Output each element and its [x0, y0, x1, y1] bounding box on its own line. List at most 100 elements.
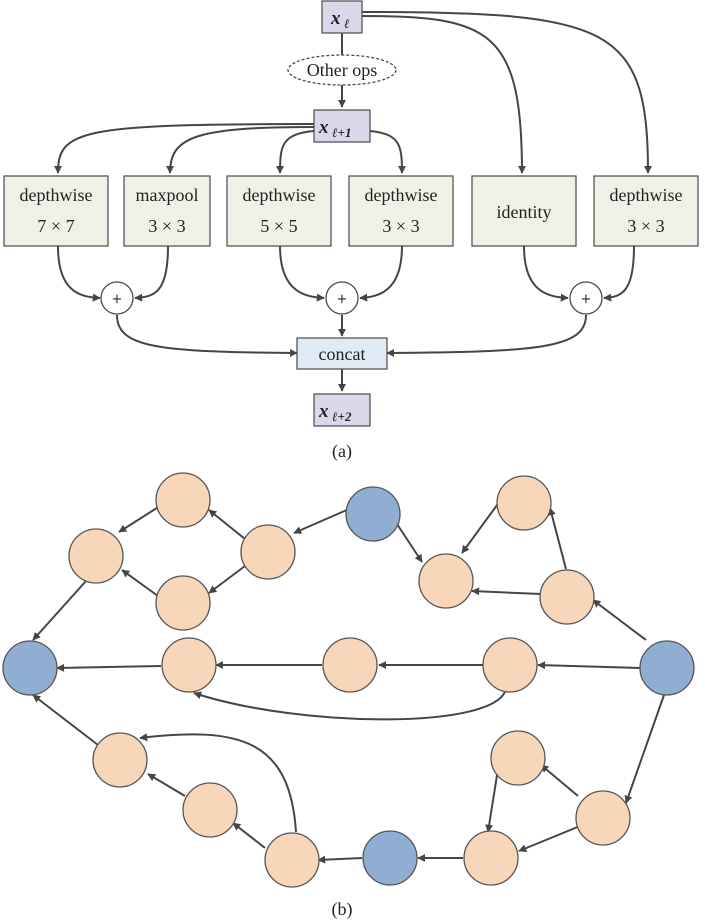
graph-node	[182, 782, 238, 838]
edge-mid-to-dw3x3	[369, 130, 406, 174]
mid-tensor-symbol: x	[318, 117, 329, 138]
other-ops-label: Other ops	[307, 60, 378, 80]
add-node-1: +	[100, 281, 134, 315]
add-symbol: +	[581, 292, 592, 307]
edge-input-to-dw3x3-right	[361, 11, 652, 174]
edge	[317, 855, 363, 864]
edge	[193, 687, 507, 721]
graph-node-highlight	[2, 640, 58, 696]
add-symbol: +	[337, 292, 348, 307]
edge-maxpool-to-add1	[134, 245, 169, 302]
panel-a: x ℓ Other ops x ℓ+1 depthwise 7 × 7 maxp…	[3, 0, 699, 462]
op-label-line2: 3 × 3	[148, 216, 185, 236]
graph-node	[463, 830, 519, 886]
edge-mid-to-maxpool	[166, 126, 315, 174]
op-label-line2: 5 × 5	[260, 216, 297, 236]
graph-node	[575, 790, 631, 846]
edge	[471, 587, 542, 596]
edge-mid-to-dw5x5	[276, 130, 315, 174]
graph-node	[490, 730, 546, 786]
other-ops-node: Other ops	[287, 54, 397, 86]
op-label-line2: 7 × 7	[37, 216, 74, 236]
op-label-line1: depthwise	[243, 185, 316, 205]
add-symbol: +	[112, 292, 123, 307]
graph-node	[539, 569, 595, 625]
graph-node	[322, 637, 378, 693]
graph-node	[496, 475, 552, 531]
op-label-line1: depthwise	[365, 185, 438, 205]
graph-node	[68, 528, 124, 584]
add-node-3: +	[569, 281, 603, 315]
edge	[118, 505, 161, 533]
op-label-line1: identity	[497, 202, 552, 222]
input-tensor-node: x ℓ	[321, 0, 363, 34]
edge-identity-to-add3	[523, 245, 569, 302]
caption-b: (b)	[332, 899, 353, 920]
edge	[32, 580, 87, 641]
edge	[121, 569, 159, 597]
panel-b-nodes	[2, 472, 695, 888]
graph-node-highlight	[639, 640, 695, 696]
graph-node	[418, 553, 474, 609]
edge-input-to-identity	[361, 15, 526, 174]
edge	[518, 825, 581, 852]
edge-dw3x3r-to-add3	[603, 245, 635, 302]
edge	[208, 565, 246, 594]
op-label-line2: 3 × 3	[382, 216, 419, 236]
graph-node	[240, 524, 296, 580]
op-label-line1: maxpool	[136, 185, 199, 205]
edge	[485, 768, 499, 833]
op-box-maxpool-3x3: maxpool 3 × 3	[123, 175, 211, 247]
edge	[32, 694, 99, 746]
concat-node: concat	[296, 337, 388, 370]
edge	[537, 661, 641, 670]
op-box-depthwise-5x5: depthwise 5 × 5	[226, 175, 332, 247]
input-tensor-symbol: x	[330, 8, 341, 29]
graph-node	[264, 832, 320, 888]
input-tensor-subscript: ℓ	[344, 16, 350, 31]
edge	[147, 773, 186, 797]
output-tensor-subscript: ℓ+2	[332, 409, 352, 424]
op-label-line1: depthwise	[610, 185, 683, 205]
graph-node	[161, 637, 217, 693]
caption-a: (a)	[332, 441, 352, 462]
concat-label: concat	[319, 344, 366, 364]
edge-dw3x3-to-add2	[359, 245, 403, 302]
graph-node-highlight	[345, 486, 401, 542]
edge	[592, 599, 647, 641]
op-label-line1: depthwise	[20, 185, 93, 205]
edge	[293, 508, 350, 534]
op-box-depthwise-3x3-right: depthwise 3 × 3	[593, 175, 699, 247]
edge	[540, 764, 579, 797]
edge	[208, 509, 246, 540]
edge	[139, 733, 297, 833]
op-box-depthwise-7x7: depthwise 7 × 7	[3, 175, 109, 247]
edge	[56, 663, 162, 672]
op-label-line2: 3 × 3	[627, 216, 664, 236]
panel-b-edges	[32, 500, 665, 864]
graph-node	[482, 637, 538, 693]
mid-tensor-subscript: ℓ+1	[332, 125, 351, 140]
add-node-2: +	[325, 281, 359, 315]
graph-node-highlight	[362, 830, 418, 886]
graph-node	[92, 732, 148, 788]
output-tensor-symbol: x	[318, 401, 329, 422]
panel-b: (b)	[2, 472, 695, 920]
edge-add1-to-concat	[116, 314, 298, 357]
edge	[461, 500, 501, 554]
panel-a-edges	[54, 11, 652, 392]
edge	[547, 507, 567, 570]
edge-mid-to-dw7x7	[54, 123, 315, 174]
output-tensor-node: x ℓ+2	[313, 393, 371, 427]
op-box-depthwise-3x3: depthwise 3 × 3	[348, 175, 454, 247]
graph-node	[155, 472, 211, 528]
edge	[232, 822, 266, 849]
edge-dw5x5-to-add2	[279, 245, 325, 302]
edge	[624, 694, 665, 804]
op-box-identity: identity	[471, 175, 577, 247]
graph-node	[155, 575, 211, 631]
edge-add3-to-concat	[386, 314, 587, 357]
mid-tensor-node: x ℓ+1	[313, 109, 371, 143]
edge-dw7x7-to-add1	[57, 245, 101, 302]
